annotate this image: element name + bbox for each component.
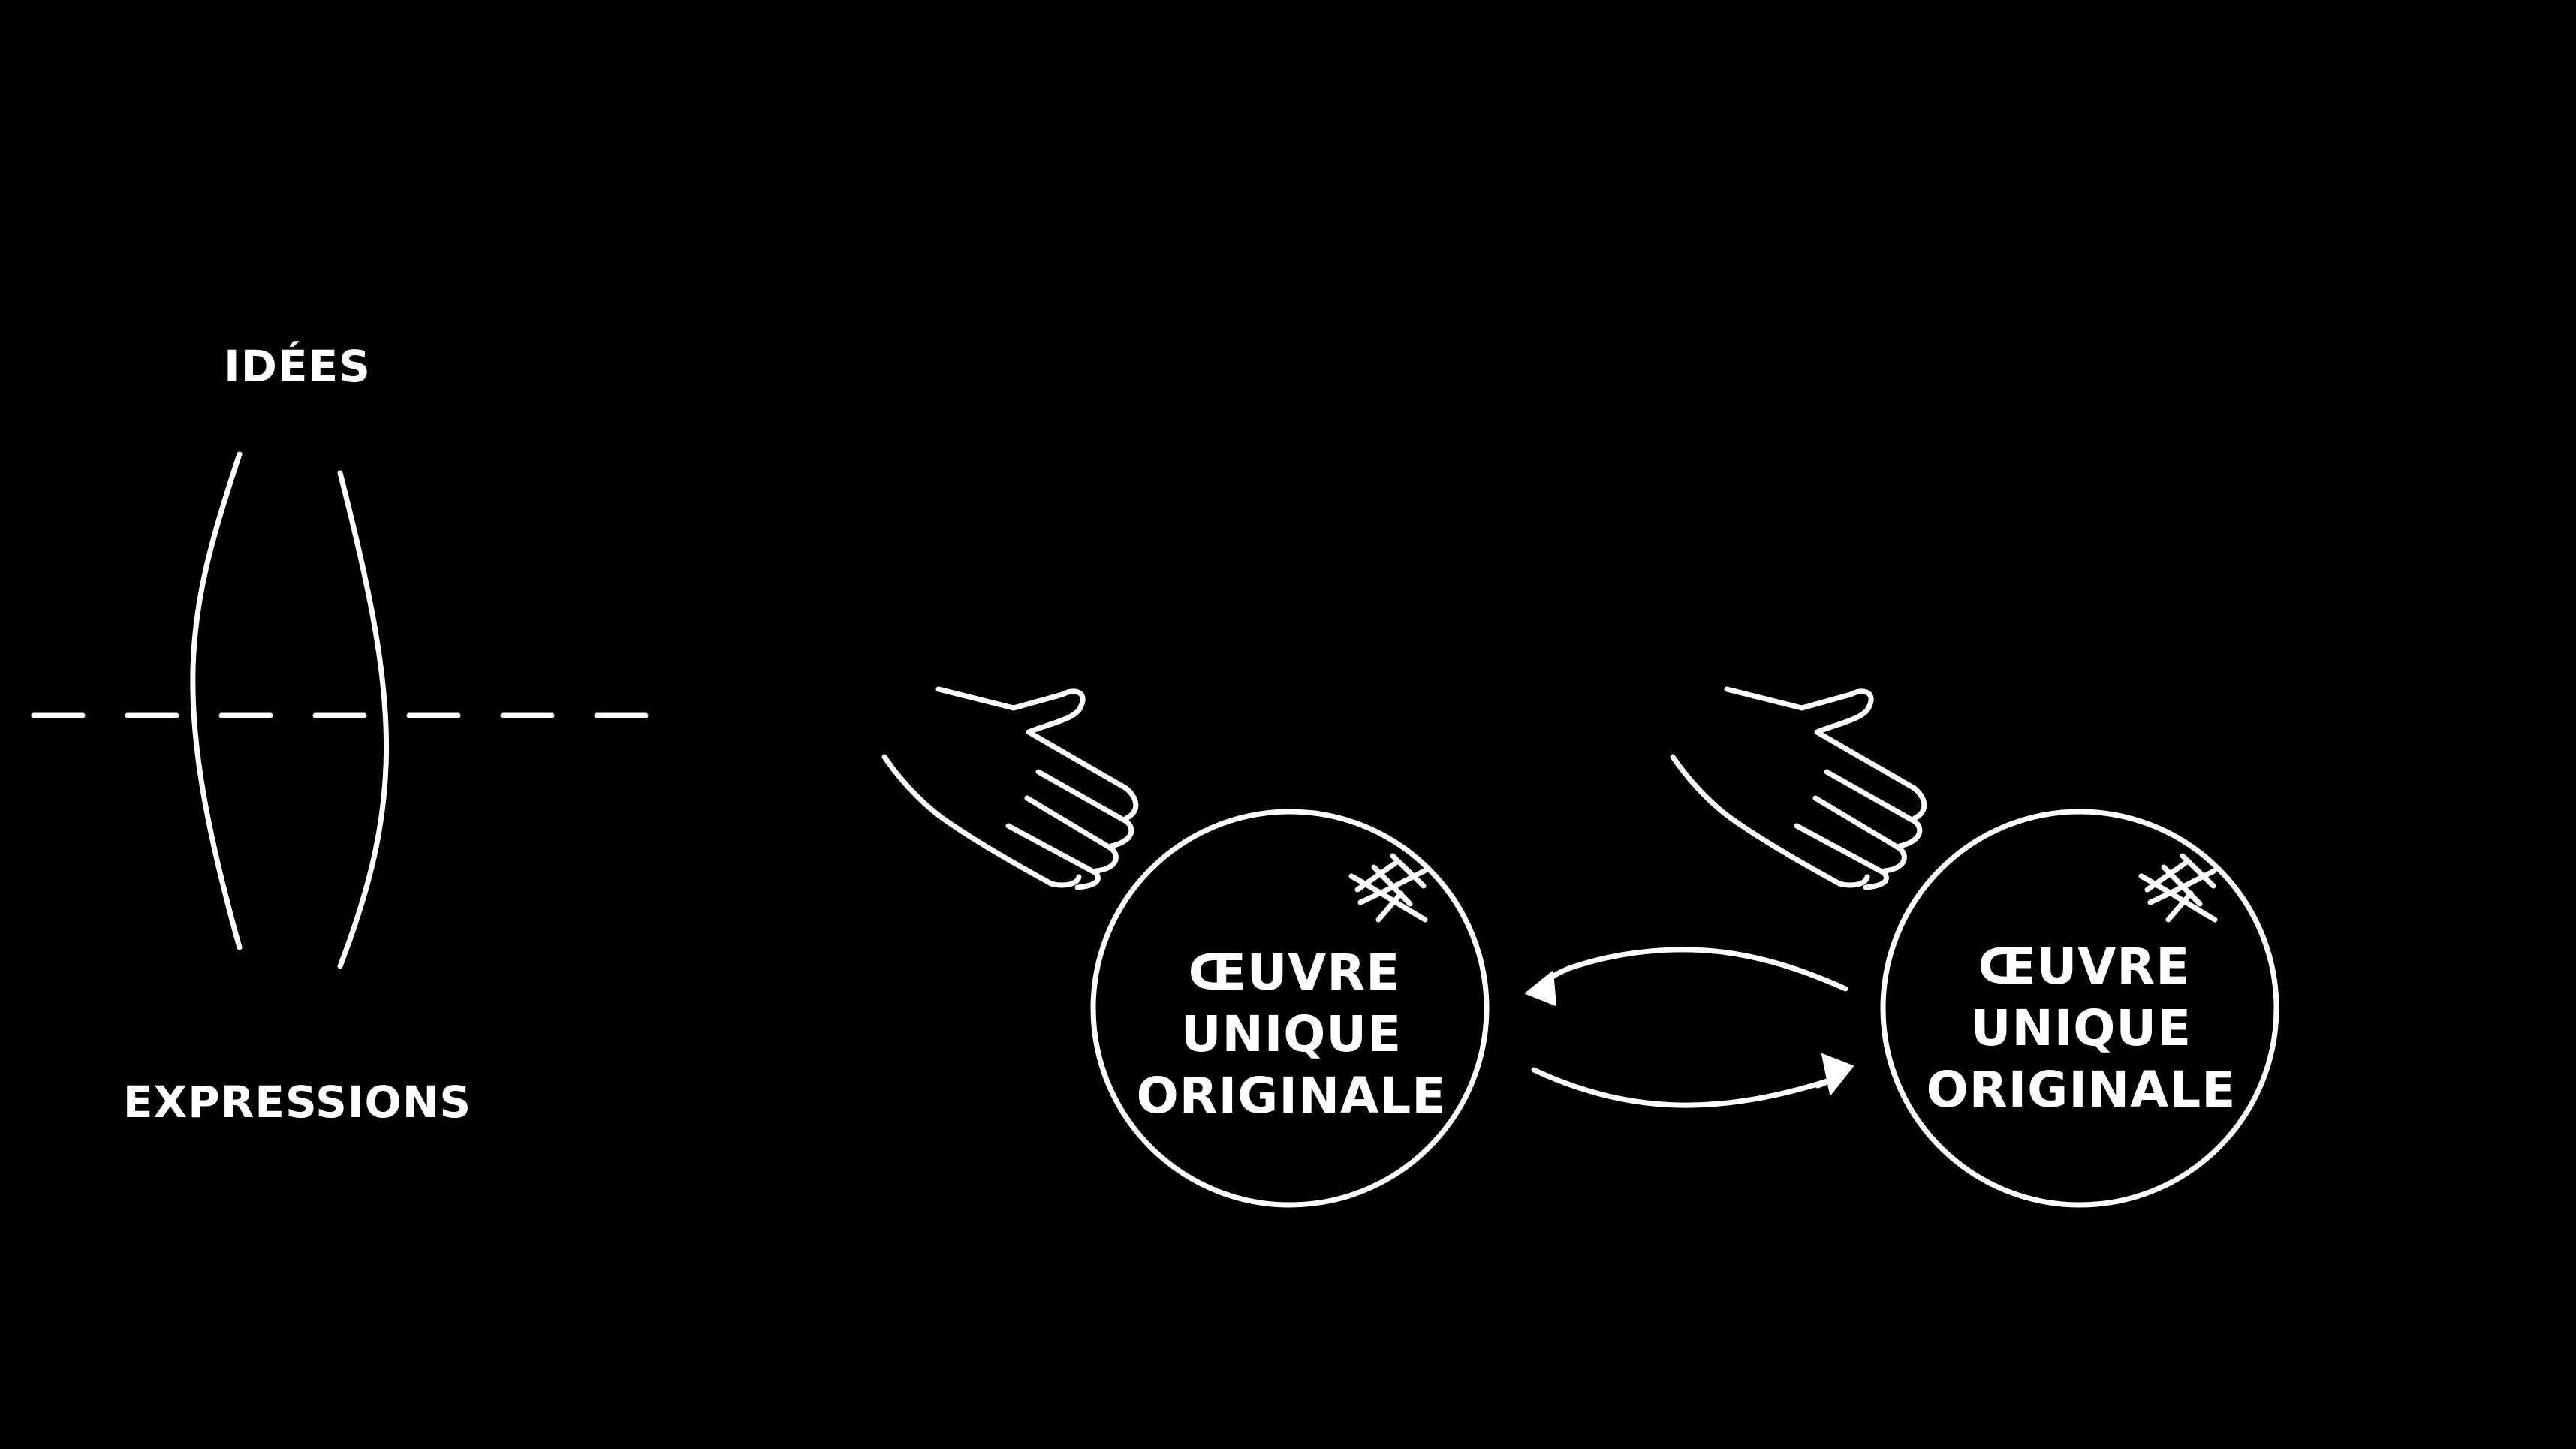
work-2-line-3: ORIGINALE bbox=[1927, 1061, 2237, 1119]
hand-icon bbox=[881, 686, 1139, 890]
arrow-to-work-1-head bbox=[1525, 971, 1556, 1006]
right-curve bbox=[337, 470, 390, 969]
arrow-to-work-2-head bbox=[1821, 1053, 1854, 1095]
work-1-line-1: ŒUVRE bbox=[1189, 944, 1401, 1002]
work-1-circle bbox=[1090, 809, 1490, 1208]
work-1-group: ŒUVRE UNIQUE ORIGINALE bbox=[881, 686, 1490, 1208]
work-2-line-2: UNIQUE bbox=[1971, 999, 2192, 1057]
hand-icon bbox=[1670, 686, 1927, 890]
work-2-circle bbox=[1880, 809, 2279, 1208]
ideas-expressions-group: IDÉES EXPRESSIONS bbox=[31, 340, 649, 1128]
expressions-label: EXPRESSIONS bbox=[123, 1077, 472, 1128]
ideas-label: IDÉES bbox=[224, 340, 371, 392]
work-1-line-3: ORIGINALE bbox=[1137, 1067, 1447, 1125]
work-2-line-1: ŒUVRE bbox=[1978, 938, 2191, 996]
exchange-arrows bbox=[1525, 947, 1854, 1108]
arrow-to-work-1 bbox=[1542, 947, 1848, 992]
work-1-line-2: UNIQUE bbox=[1181, 1005, 1402, 1063]
left-curve bbox=[190, 451, 243, 950]
originality-mark-icon bbox=[2138, 853, 2218, 923]
work-2-group: ŒUVRE UNIQUE ORIGINALE bbox=[1670, 686, 2279, 1208]
arrow-to-work-2 bbox=[1531, 1067, 1835, 1108]
originality-mark-icon bbox=[1348, 853, 1428, 923]
